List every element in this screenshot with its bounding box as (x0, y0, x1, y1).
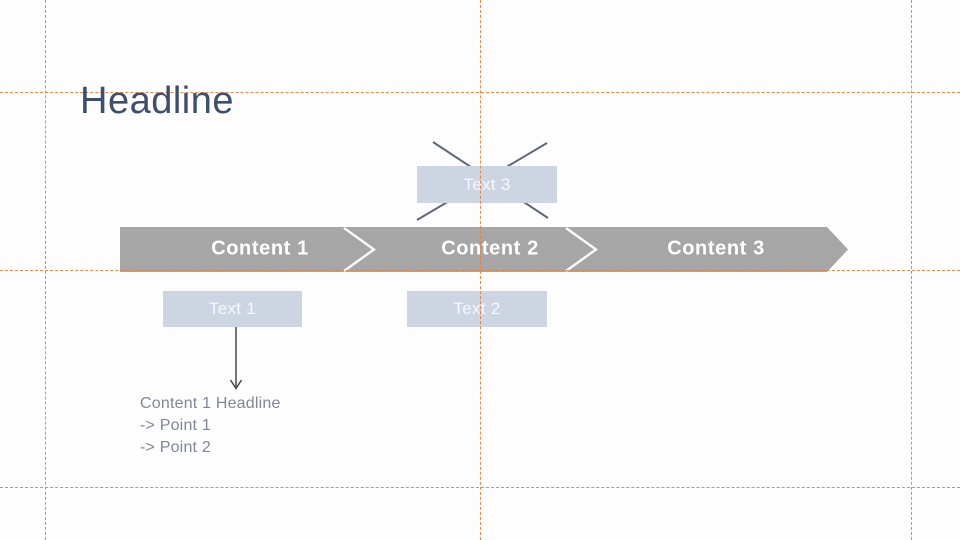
detail-text-block[interactable]: Content 1 Headline -> Point 1 -> Point 2 (140, 393, 281, 459)
down-arrow-icon[interactable] (229, 327, 243, 390)
text-box-2[interactable]: Text 2 (407, 291, 547, 327)
text-box-3-label: Text 3 (463, 174, 511, 194)
banner-step-content-2[interactable]: Content 2 (441, 237, 539, 260)
text-box-2-label: Text 2 (453, 299, 501, 318)
chevron-separator-icon (565, 227, 599, 272)
text-box-3[interactable]: Text 3 (417, 166, 557, 203)
chevron-separator-icon (343, 227, 377, 272)
process-banner-arrow-shape[interactable] (120, 227, 848, 272)
text-box-1[interactable]: Text 1 (163, 291, 302, 327)
banner-step-content-3[interactable]: Content 3 (667, 237, 765, 260)
text-box-1-label: Text 1 (208, 299, 257, 318)
banner-step-content-1[interactable]: Content 1 (211, 237, 309, 260)
detail-line-point-1: -> Point 1 (140, 417, 211, 434)
detail-line-headline: Content 1 Headline (140, 395, 281, 412)
detail-line-point-2: -> Point 2 (140, 439, 211, 456)
page-title[interactable]: Headline (80, 80, 234, 122)
